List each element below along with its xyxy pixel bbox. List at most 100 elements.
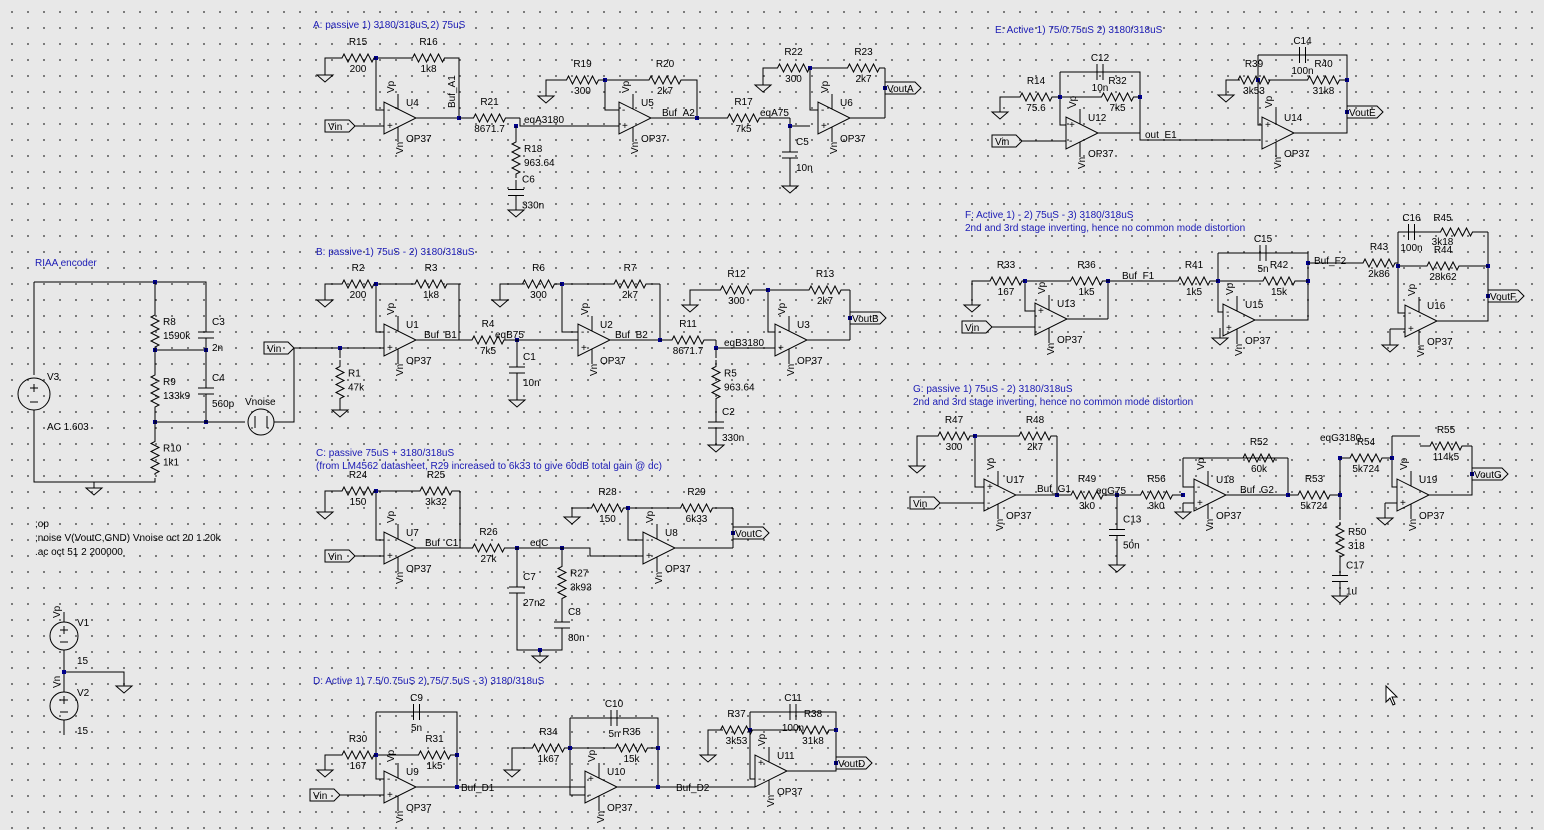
- capacitor-c1[interactable]: [509, 345, 525, 395]
- resistor-r9[interactable]: [149, 372, 161, 410]
- net-flag-input[interactable]: [309, 788, 341, 802]
- net-flag-input[interactable]: [263, 341, 295, 355]
- resistor-r27[interactable]: [556, 560, 568, 605]
- resistor-r32[interactable]: [1095, 91, 1140, 103]
- net-flag-output[interactable]: [1346, 105, 1384, 119]
- capacitor-c17[interactable]: [1332, 565, 1348, 592]
- resistor-r8[interactable]: [149, 312, 161, 350]
- capacitor-c4[interactable]: [198, 372, 214, 410]
- voltage-source-v1[interactable]: [49, 621, 79, 651]
- resistor-r40[interactable]: [1300, 74, 1347, 86]
- capacitor-c15[interactable]: [1218, 245, 1308, 261]
- resistor-r24[interactable]: [340, 485, 376, 497]
- resistor-r33[interactable]: [987, 275, 1025, 287]
- directive-ac[interactable]: .ac oct 51 2 200000: [35, 547, 123, 558]
- resistor-r35[interactable]: [605, 742, 658, 754]
- net-flag-input[interactable]: [324, 119, 356, 133]
- net-flag-output[interactable]: [849, 311, 887, 325]
- resistor-r34[interactable]: [527, 742, 570, 754]
- net-flag-output[interactable]: [1487, 289, 1525, 303]
- resistor-r29[interactable]: [660, 502, 733, 514]
- resistor-r41[interactable]: [1170, 275, 1218, 287]
- capacitor-c12[interactable]: [1060, 64, 1140, 80]
- net-flag-input[interactable]: [991, 134, 1023, 148]
- resistor-r10[interactable]: [149, 440, 161, 475]
- resistor-r17[interactable]: [697, 112, 790, 124]
- resistor-r16[interactable]: [412, 52, 445, 64]
- capacitor-c11[interactable]: [750, 704, 836, 720]
- capacitor-c13[interactable]: [1109, 505, 1125, 560]
- resistor-r18[interactable]: [510, 138, 522, 178]
- capacitor-c3[interactable]: [198, 320, 214, 350]
- resistor-r21[interactable]: [459, 112, 520, 124]
- resistor-r4[interactable]: [459, 334, 517, 346]
- resistor-r12[interactable]: [705, 284, 768, 296]
- resistor-r53[interactable]: [1288, 489, 1340, 501]
- resistor-r19[interactable]: [560, 74, 605, 86]
- voltage-source-v2[interactable]: [49, 691, 79, 721]
- capacitor-c6[interactable]: [508, 180, 524, 205]
- directive-op[interactable]: ;op: [35, 519, 49, 530]
- resistor-r13[interactable]: [800, 284, 850, 296]
- resistor-r37[interactable]: [719, 724, 754, 736]
- capacitor-c2[interactable]: [708, 410, 724, 440]
- resistor-r45[interactable]: [1425, 226, 1488, 238]
- capacitor-c9[interactable]: [376, 704, 457, 720]
- resistor-r5[interactable]: [710, 360, 722, 405]
- resistor-r48[interactable]: [1013, 430, 1057, 442]
- resistor-r39[interactable]: [1237, 74, 1271, 86]
- resistor-r1[interactable]: [334, 360, 346, 405]
- resistor-r56[interactable]: [1130, 489, 1183, 501]
- net-flag-output[interactable]: [1471, 467, 1509, 481]
- capacitor-c14[interactable]: [1258, 47, 1347, 63]
- net-flag-input[interactable]: [909, 496, 941, 510]
- capacitor-c8[interactable]: [554, 610, 570, 640]
- resistor-r11[interactable]: [660, 334, 716, 346]
- resistor-r54[interactable]: [1340, 452, 1392, 464]
- net-flag-output[interactable]: [732, 526, 770, 540]
- directive-noise[interactable]: ;noise V(VoutC,GND) Vnoise oct 20 1 20k: [35, 533, 222, 544]
- resistor-r7[interactable]: [600, 278, 660, 290]
- resistor-r47[interactable]: [933, 430, 975, 442]
- net-flag-output[interactable]: [884, 81, 922, 95]
- capacitor-c7[interactable]: [509, 570, 525, 610]
- resistor-r23[interactable]: [842, 62, 885, 74]
- noise-source-vnoise[interactable]: [247, 408, 275, 436]
- resistor-r55[interactable]: [1420, 440, 1472, 452]
- resistor-r25[interactable]: [412, 485, 460, 497]
- resistor-r38[interactable]: [790, 724, 836, 736]
- capacitor-c10[interactable]: [570, 710, 658, 726]
- resistor-r49[interactable]: [1057, 489, 1117, 501]
- net-flag-input[interactable]: [324, 549, 356, 563]
- resistor-r6[interactable]: [515, 278, 562, 290]
- resistor-r14[interactable]: [1012, 91, 1060, 103]
- resistor-r22[interactable]: [777, 62, 810, 74]
- resistor-r36[interactable]: [1065, 275, 1108, 287]
- resistor-r3[interactable]: [412, 278, 450, 290]
- resistor-r2[interactable]: [340, 278, 376, 290]
- resistor-r42[interactable]: [1250, 275, 1308, 287]
- resistor-r15[interactable]: [340, 52, 376, 64]
- resistor-r20[interactable]: [640, 74, 690, 86]
- resistor-r43[interactable]: [1360, 257, 1398, 269]
- resistor-r52[interactable]: [1230, 452, 1288, 464]
- resistor-r28[interactable]: [587, 502, 628, 514]
